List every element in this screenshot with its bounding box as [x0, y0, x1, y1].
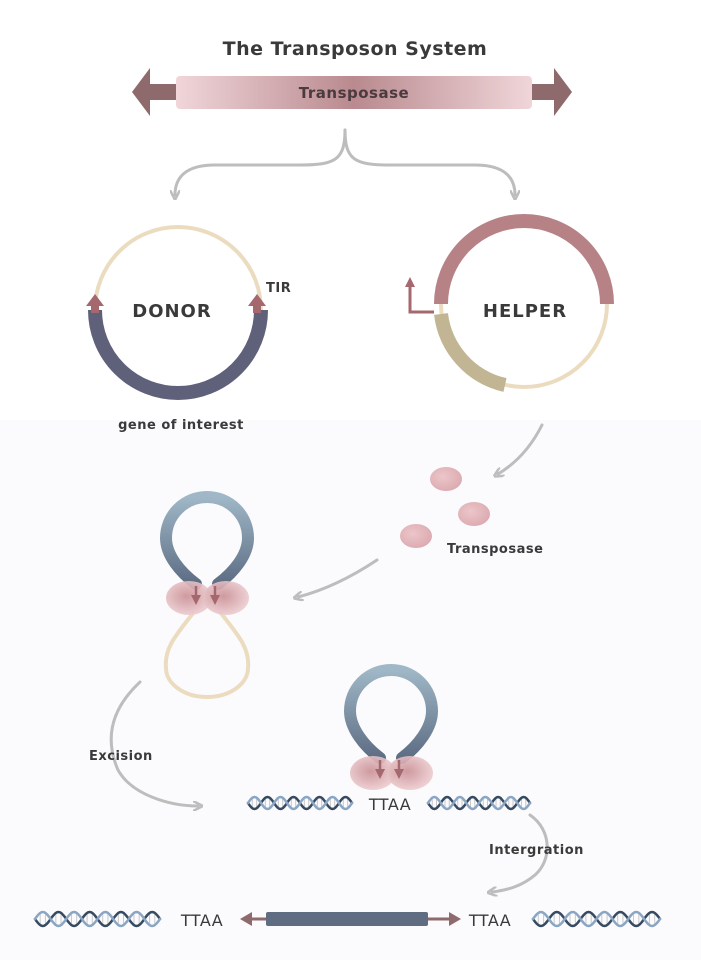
helper-label: HELPER: [483, 301, 567, 322]
dna-strand: [426, 795, 532, 811]
integration-label: Intergration: [489, 843, 584, 858]
target-site-label: TTAA: [368, 795, 411, 814]
synaptic-complex: [159, 491, 255, 699]
transposase-proteins-label: Transposase: [447, 542, 543, 557]
transposase-bar-label: Transposase: [299, 84, 409, 102]
excised-transposon-complex: [343, 664, 439, 790]
gene-of-interest-label: gene of interest: [118, 418, 244, 433]
transposase-protein: [458, 502, 490, 526]
integrated-left-site-label: TTAA: [180, 911, 223, 930]
transposase-protein: [430, 467, 462, 491]
transposase-protein: [203, 581, 249, 615]
tir-left-arrow-icon: [86, 294, 104, 313]
tir-right-arrow-icon: [248, 294, 266, 313]
left-arrowhead: [132, 68, 177, 116]
transposon-loop: [343, 664, 439, 764]
tir-label: TIR: [266, 281, 291, 296]
arrow-to-helper: [343, 128, 515, 195]
transposase-protein: [400, 524, 432, 548]
split-arrows: [175, 128, 515, 195]
transposase-band: [176, 76, 532, 109]
excision-arrow: [109, 680, 198, 806]
dna-strand: [33, 910, 162, 928]
dna-strand: [531, 910, 662, 928]
donor-plasmid: DONOR TIR gene of interest: [86, 225, 291, 433]
excision-label: Excision: [89, 749, 153, 764]
gene-of-interest-bar: [266, 912, 428, 926]
integrated-dna-right: [531, 910, 662, 928]
arrow-proteins-to-complex: [298, 558, 379, 597]
diagram-title: The Transposon System: [223, 38, 488, 60]
arrow-to-donor: [175, 128, 347, 195]
transposase-proteins: Transposase: [400, 467, 543, 557]
transposase-protein: [350, 756, 396, 790]
gene-of-interest-segment: [88, 309, 268, 400]
right-arrowhead: [449, 912, 461, 926]
integrated-right-site-label: TTAA: [468, 911, 511, 930]
left-arrowhead: [240, 912, 252, 926]
target-dna-right: [426, 795, 532, 811]
helper-plasmid: HELPER: [405, 214, 614, 392]
donor-backbone: [93, 225, 263, 311]
target-dna-left: [246, 795, 354, 811]
donor-backbone-loop: [163, 610, 251, 699]
donor-label: DONOR: [132, 301, 211, 322]
transposase-protein: [166, 581, 212, 615]
transposon-loop: [159, 491, 255, 590]
promoter-arrow-icon: [405, 277, 434, 314]
integrated-dna-left: [33, 910, 162, 928]
integrated-transposon: [240, 912, 461, 926]
transposase-protein: [387, 756, 433, 790]
integration-arrow: [492, 813, 549, 892]
transposase-gene-bar: Transposase: [132, 68, 572, 116]
helper-transposase-segment: [434, 214, 614, 305]
helper-promoter-segment: [434, 312, 507, 392]
arrow-helper-to-proteins: [498, 423, 544, 474]
dna-strand: [246, 795, 354, 811]
right-arrowhead: [531, 68, 572, 116]
